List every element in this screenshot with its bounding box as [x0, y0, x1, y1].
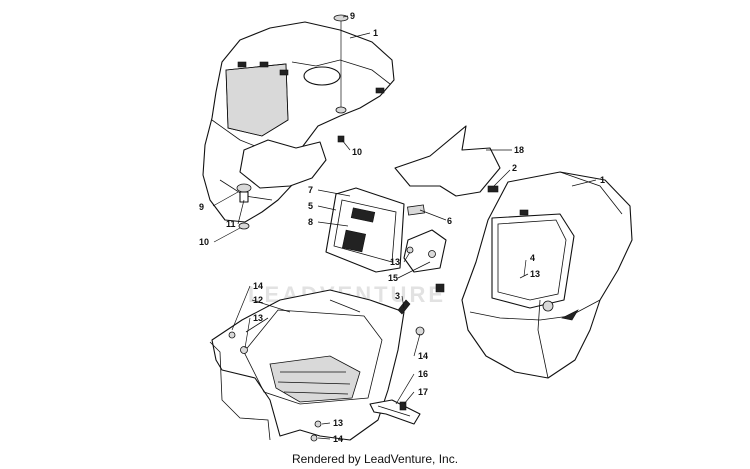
callout-15: 15 — [388, 273, 398, 283]
footwell-part — [209, 289, 425, 441]
callout-13: 13 — [390, 257, 400, 267]
callout-7: 7 — [308, 185, 313, 195]
callout-14: 14 — [333, 434, 343, 444]
callout-10: 10 — [199, 237, 209, 247]
front-fender-part — [202, 21, 395, 223]
callout-13: 13 — [253, 313, 263, 323]
callout-12: 12 — [253, 295, 263, 305]
footer-credit: Rendered by LeadVenture, Inc. — [291, 452, 459, 466]
callout-2: 2 — [512, 163, 517, 173]
callout-5: 5 — [308, 201, 313, 211]
callout-14: 14 — [253, 281, 263, 291]
callout-9: 9 — [199, 202, 204, 212]
callout-3: 3 — [395, 291, 400, 301]
callout-labels: 9 1 10 18 2 1 7 5 8 6 9 11 10 4 13 13 15… — [199, 11, 605, 444]
callout-16: 16 — [418, 369, 428, 379]
footrest-part — [310, 399, 421, 442]
callout-4: 4 — [530, 253, 535, 263]
mud-flap-part — [394, 125, 501, 197]
decal-panel-part — [325, 187, 425, 273]
fastener-group-top — [236, 14, 349, 230]
callout-14: 14 — [418, 351, 428, 361]
callout-1: 1 — [373, 28, 378, 38]
callout-9: 9 — [350, 11, 355, 21]
callout-11: 11 — [226, 219, 236, 229]
callout-6: 6 — [447, 216, 452, 226]
callout-10: 10 — [352, 147, 362, 157]
callout-18: 18 — [514, 145, 524, 155]
rear-fender-part — [461, 171, 633, 379]
callout-13: 13 — [530, 269, 540, 279]
callout-1: 1 — [600, 175, 605, 185]
callout-13: 13 — [333, 418, 343, 428]
callout-8: 8 — [308, 217, 313, 227]
callout-17: 17 — [418, 387, 428, 397]
bracket-part — [403, 229, 447, 293]
leader-lines — [212, 15, 597, 440]
